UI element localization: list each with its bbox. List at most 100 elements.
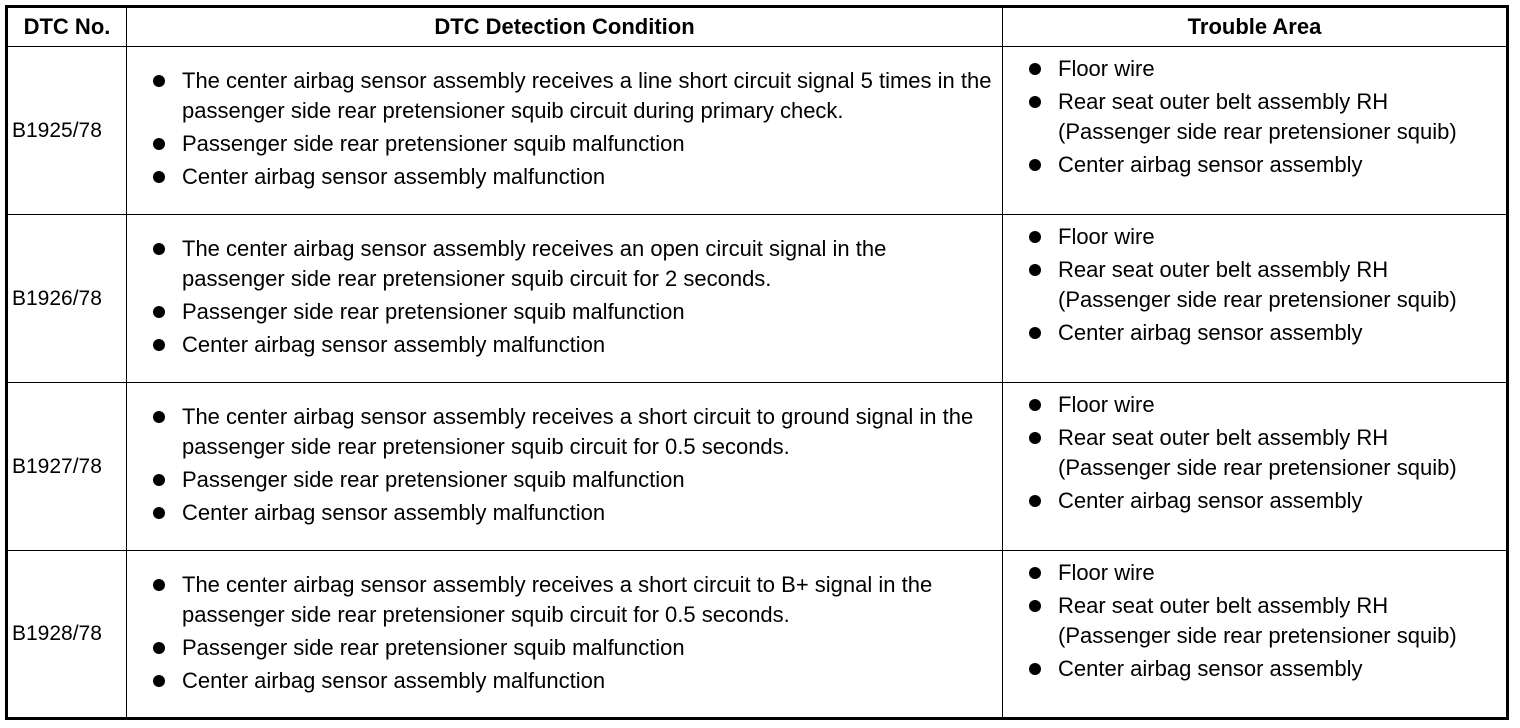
area-text: Center airbag sensor assembly <box>1058 152 1363 177</box>
area-item: Rear seat outer belt assembly RH (Passen… <box>1017 591 1498 651</box>
condition-item: Center airbag sensor assembly malfunctio… <box>141 162 994 192</box>
condition-text: Passenger side rear pretensioner squib m… <box>182 634 685 660</box>
table-row: B1927/78 The center airbag sensor assemb… <box>6 382 1508 551</box>
condition-item: The center airbag sensor assembly receiv… <box>141 570 994 630</box>
bullet-icon <box>1029 96 1041 108</box>
dtc-code: B1925/78 <box>6 46 127 215</box>
bullet-icon <box>1029 63 1041 75</box>
area-list: Floor wire Rear seat outer belt assembly… <box>1017 558 1498 684</box>
condition-list: The center airbag sensor assembly receiv… <box>141 66 994 192</box>
condition-item: The center airbag sensor assembly receiv… <box>141 66 994 126</box>
area-item: Floor wire <box>1017 558 1498 588</box>
trouble-area-cell: Floor wire Rear seat outer belt assembly… <box>1002 550 1508 719</box>
condition-list: The center airbag sensor assembly receiv… <box>141 570 994 696</box>
area-text: Rear seat outer belt assembly RH (Passen… <box>1058 593 1457 648</box>
header-row: DTC No. DTC Detection Condition Trouble … <box>6 6 1508 47</box>
detection-condition-cell: The center airbag sensor assembly receiv… <box>126 382 1003 551</box>
area-list: Floor wire Rear seat outer belt assembly… <box>1017 390 1498 516</box>
condition-list: The center airbag sensor assembly receiv… <box>141 402 994 528</box>
condition-text: The center airbag sensor assembly receiv… <box>182 404 974 459</box>
bullet-icon <box>1029 432 1041 444</box>
area-item: Center airbag sensor assembly <box>1017 486 1498 516</box>
bullet-icon <box>1029 159 1041 171</box>
header-trouble-area: Trouble Area <box>1002 6 1508 47</box>
condition-item: Center airbag sensor assembly malfunctio… <box>141 330 994 360</box>
condition-text: Center airbag sensor assembly malfunctio… <box>182 500 606 525</box>
detection-condition-cell: The center airbag sensor assembly receiv… <box>126 46 1003 215</box>
condition-text: Passenger side rear pretensioner squib m… <box>182 131 685 156</box>
area-text: Floor wire <box>1058 392 1155 417</box>
area-item: Rear seat outer belt assembly RH (Passen… <box>1017 423 1498 483</box>
condition-text: The center airbag sensor assembly receiv… <box>182 571 933 627</box>
condition-item: Center airbag sensor assembly malfunctio… <box>141 666 994 696</box>
bullet-icon <box>1029 327 1041 339</box>
area-text: Floor wire <box>1058 56 1155 81</box>
condition-item: Passenger side rear pretensioner squib m… <box>141 633 994 663</box>
area-item: Rear seat outer belt assembly RH (Passen… <box>1017 255 1498 315</box>
detection-condition-cell: The center airbag sensor assembly receiv… <box>126 214 1003 383</box>
condition-item: Passenger side rear pretensioner squib m… <box>141 297 994 327</box>
condition-item: The center airbag sensor assembly receiv… <box>141 402 994 462</box>
condition-text: Center airbag sensor assembly malfunctio… <box>182 667 606 693</box>
bullet-icon <box>153 138 165 150</box>
area-text: Center airbag sensor assembly <box>1058 656 1363 681</box>
bullet-icon <box>153 474 165 486</box>
area-item: Center airbag sensor assembly <box>1017 318 1498 348</box>
bullet-icon <box>153 674 165 687</box>
area-list: Floor wire Rear seat outer belt assembly… <box>1017 222 1498 348</box>
bullet-icon <box>153 171 165 183</box>
area-item: Center airbag sensor assembly <box>1017 654 1498 684</box>
bullet-icon <box>1029 399 1041 411</box>
condition-item: Passenger side rear pretensioner squib m… <box>141 129 994 159</box>
table-row: B1925/78 The center airbag sensor assemb… <box>6 46 1508 215</box>
bullet-icon <box>1029 567 1041 579</box>
condition-text: Center airbag sensor assembly malfunctio… <box>182 332 606 357</box>
area-text: Center airbag sensor assembly <box>1058 320 1363 345</box>
area-text: Rear seat outer belt assembly RH (Passen… <box>1058 257 1457 312</box>
bullet-icon <box>153 339 165 351</box>
detection-condition-cell: The center airbag sensor assembly receiv… <box>126 550 1003 719</box>
header-dtc-no: DTC No. <box>6 6 127 47</box>
bullet-icon <box>153 306 165 318</box>
table-row: B1928/78 The center airbag sensor assemb… <box>6 550 1508 719</box>
bullet-icon <box>153 641 165 654</box>
condition-text: Center airbag sensor assembly malfunctio… <box>182 164 606 189</box>
bullet-icon <box>153 507 165 519</box>
trouble-area-cell: Floor wire Rear seat outer belt assembly… <box>1002 46 1508 215</box>
area-text: Rear seat outer belt assembly RH (Passen… <box>1058 425 1457 480</box>
condition-item: Center airbag sensor assembly malfunctio… <box>141 498 994 528</box>
area-text: Center airbag sensor assembly <box>1058 488 1363 513</box>
trouble-area-cell: Floor wire Rear seat outer belt assembly… <box>1002 382 1508 551</box>
dtc-table: DTC No. DTC Detection Condition Trouble … <box>5 5 1509 720</box>
condition-list: The center airbag sensor assembly receiv… <box>141 234 994 360</box>
area-text: Rear seat outer belt assembly RH (Passen… <box>1058 89 1457 144</box>
bullet-icon <box>1029 663 1041 675</box>
area-text: Floor wire <box>1058 560 1155 585</box>
bullet-icon <box>153 75 165 87</box>
bullet-icon <box>153 243 165 255</box>
bullet-icon <box>153 578 165 591</box>
area-item: Floor wire <box>1017 390 1498 420</box>
bullet-icon <box>1029 231 1041 243</box>
bullet-icon <box>153 411 165 423</box>
area-item: Floor wire <box>1017 54 1498 84</box>
area-text: Floor wire <box>1058 224 1155 249</box>
area-item: Rear seat outer belt assembly RH (Passen… <box>1017 87 1498 147</box>
condition-text: The center airbag sensor assembly receiv… <box>182 68 992 123</box>
area-item: Floor wire <box>1017 222 1498 252</box>
table-row: B1926/78 The center airbag sensor assemb… <box>6 214 1508 383</box>
condition-item: Passenger side rear pretensioner squib m… <box>141 465 994 495</box>
area-item: Center airbag sensor assembly <box>1017 150 1498 180</box>
area-list: Floor wire Rear seat outer belt assembly… <box>1017 54 1498 180</box>
condition-text: The center airbag sensor assembly receiv… <box>182 236 887 291</box>
bullet-icon <box>1029 495 1041 507</box>
dtc-code: B1928/78 <box>6 550 127 719</box>
bullet-icon <box>1029 600 1041 612</box>
condition-item: The center airbag sensor assembly receiv… <box>141 234 994 294</box>
condition-text: Passenger side rear pretensioner squib m… <box>182 299 685 324</box>
dtc-code: B1926/78 <box>6 214 127 383</box>
dtc-code: B1927/78 <box>6 382 127 551</box>
trouble-area-cell: Floor wire Rear seat outer belt assembly… <box>1002 214 1508 383</box>
header-detection-condition: DTC Detection Condition <box>126 6 1003 47</box>
bullet-icon <box>1029 264 1041 276</box>
